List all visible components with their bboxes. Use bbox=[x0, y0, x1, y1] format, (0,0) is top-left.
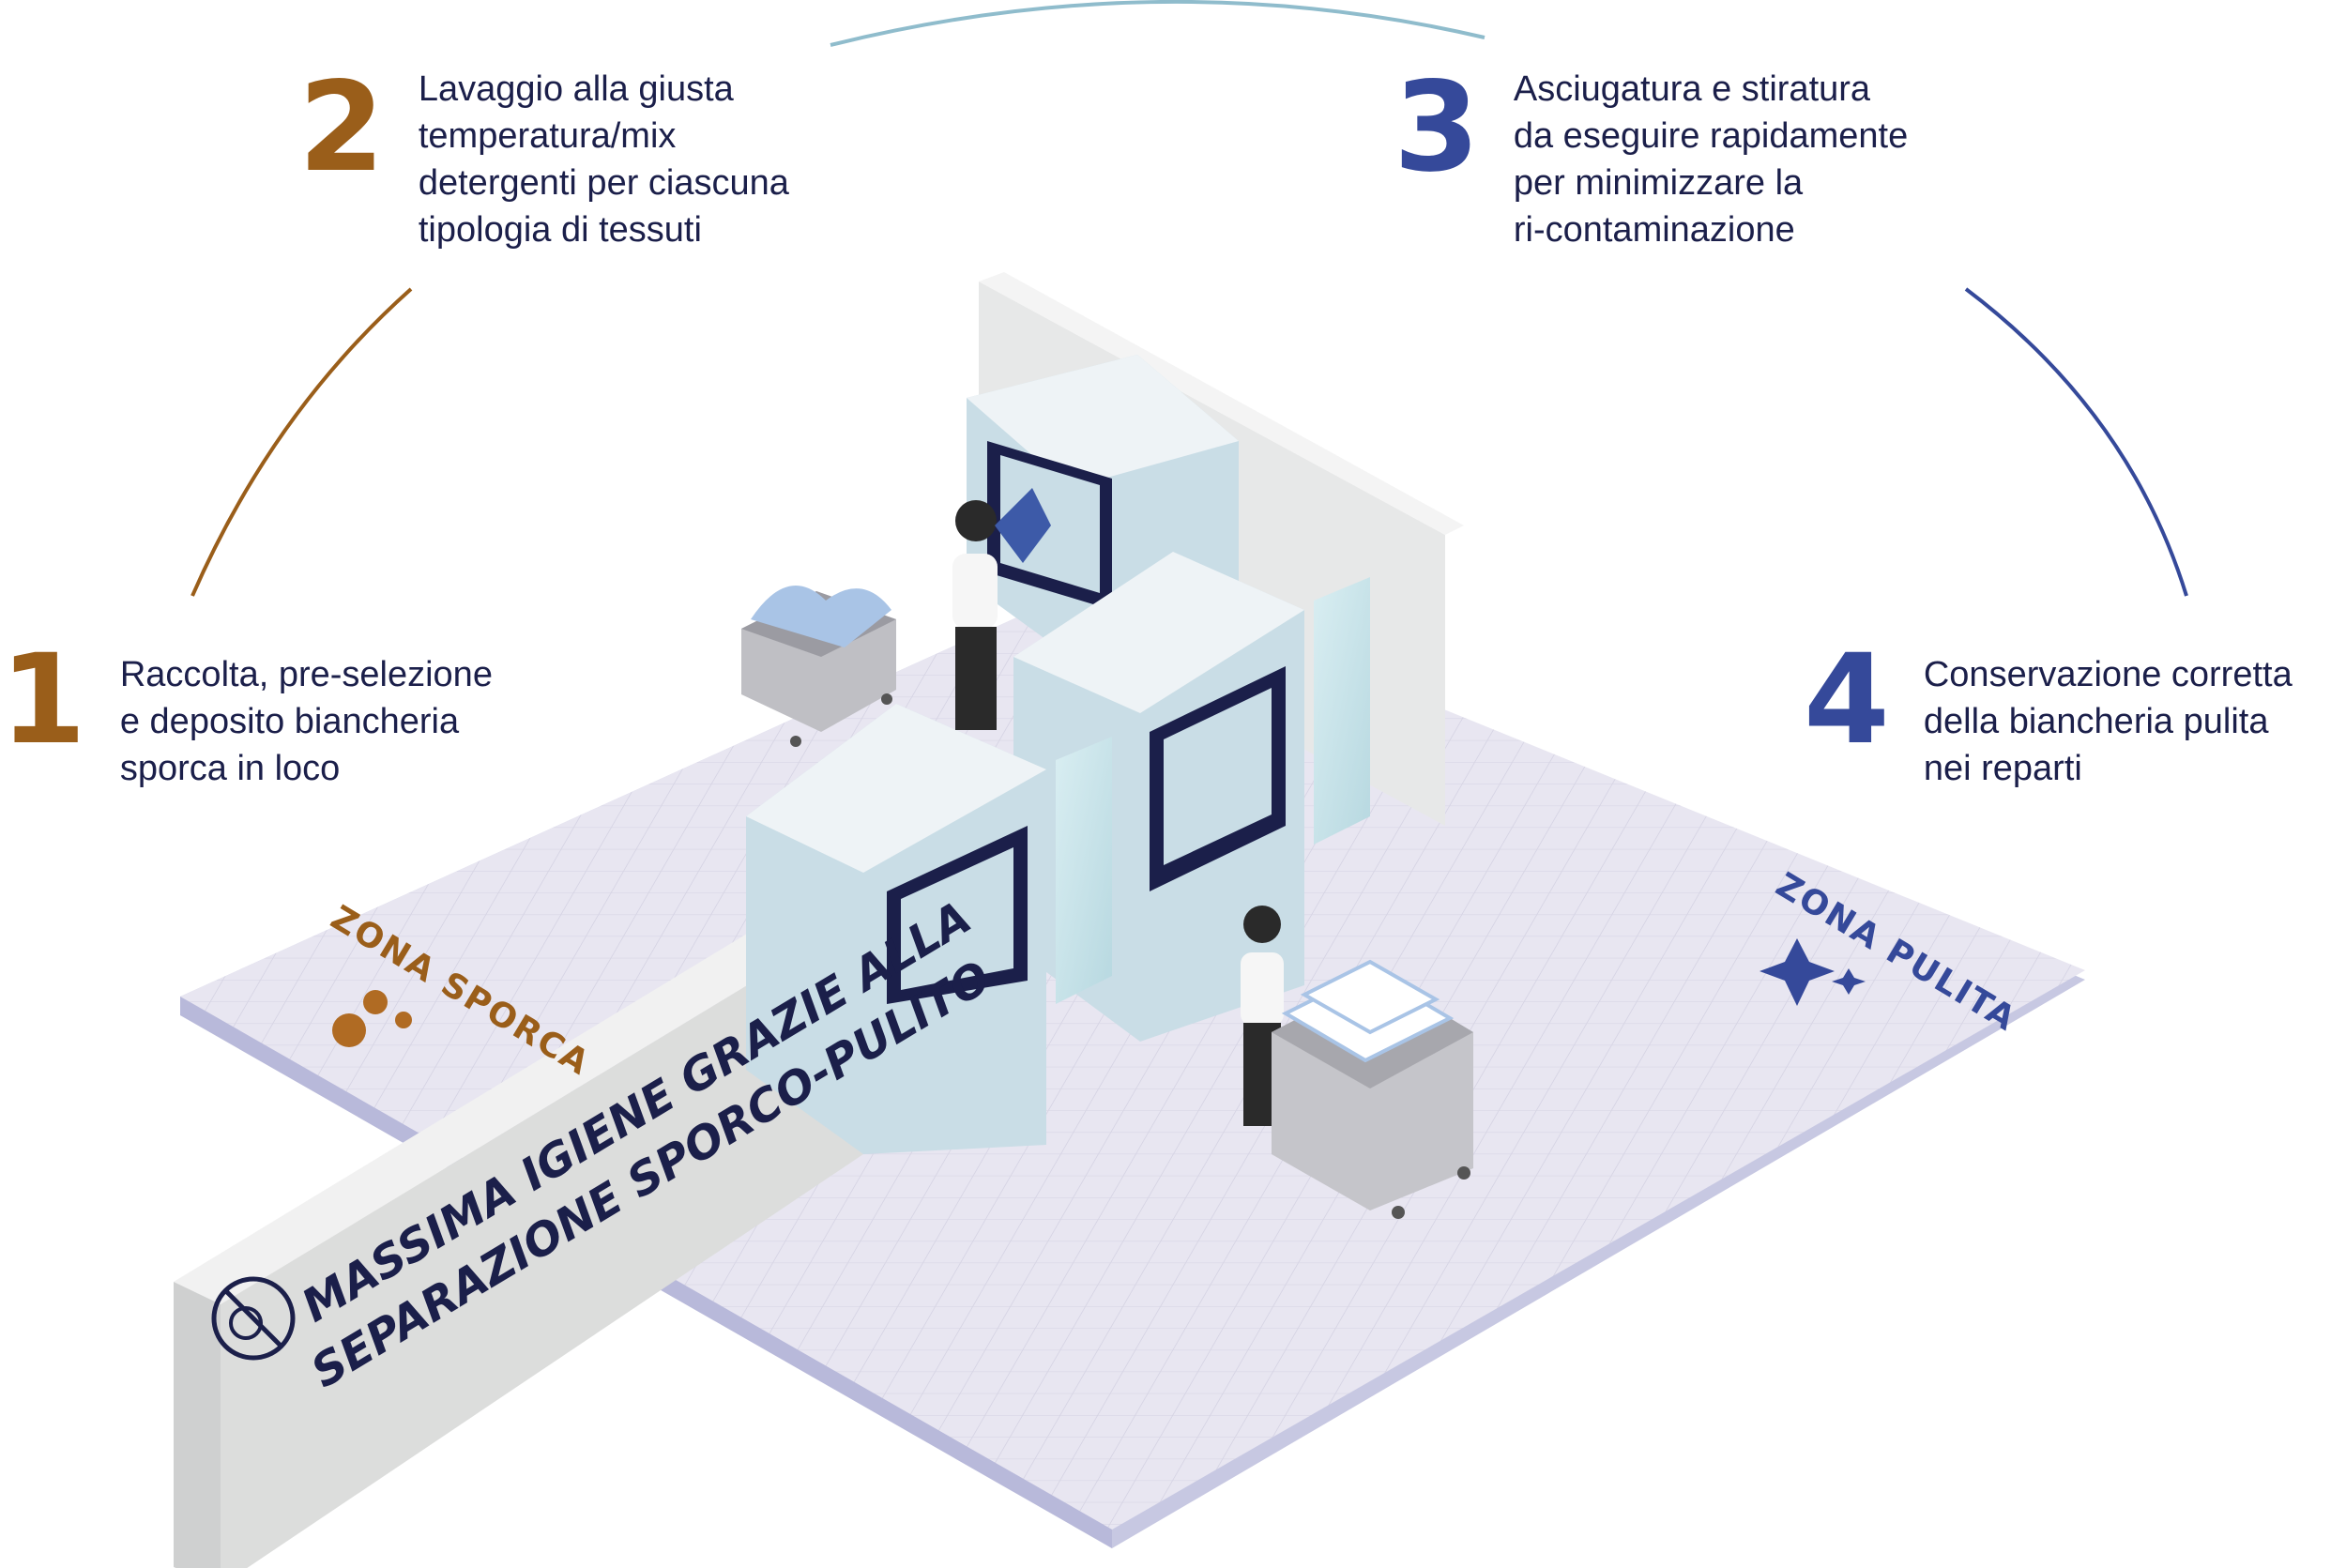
virus-icon bbox=[332, 990, 412, 1047]
step-1-text: Raccolta, pre-selezione e deposito bianc… bbox=[119, 655, 493, 788]
step-4-number: 4 bbox=[1804, 628, 1890, 772]
floor bbox=[180, 574, 2085, 1530]
worker-dirty-side bbox=[952, 488, 1051, 730]
arc-step-2-3 bbox=[830, 0, 1485, 47]
separation-wall bbox=[174, 891, 863, 1304]
step-2-text: Lavaggio alla giusta temperatura/mix det… bbox=[418, 69, 789, 250]
sparkle-icon bbox=[1760, 938, 1866, 1006]
dirty-laundry-cart bbox=[741, 586, 896, 747]
step-3: 3 Asciugatura e stiratura da eseguire ra… bbox=[1394, 66, 1908, 253]
step-1: 1 Raccolta, pre-selezione e deposito bia… bbox=[0, 638, 493, 792]
washer-front bbox=[746, 704, 1112, 1154]
step-1-number: 1 bbox=[0, 628, 86, 772]
step-2: 2 Lavaggio alla giusta temperatura/mix d… bbox=[298, 66, 789, 253]
step-4: 4 Conservazione corretta della biancheri… bbox=[1804, 638, 2293, 792]
step-3-number: 3 bbox=[1394, 55, 1480, 200]
step-4-text: Conservazione corretta della biancheria … bbox=[1923, 655, 2293, 788]
arc-step-1-2 bbox=[190, 287, 413, 597]
clean-linen-cart bbox=[1272, 959, 1473, 1219]
arc-step-3-4 bbox=[1964, 287, 2188, 597]
step-2-number: 2 bbox=[298, 55, 385, 200]
no-germs-icon bbox=[211, 1276, 296, 1361]
step-3-text: Asciugatura e stiratura da eseguire rapi… bbox=[1513, 69, 1909, 250]
